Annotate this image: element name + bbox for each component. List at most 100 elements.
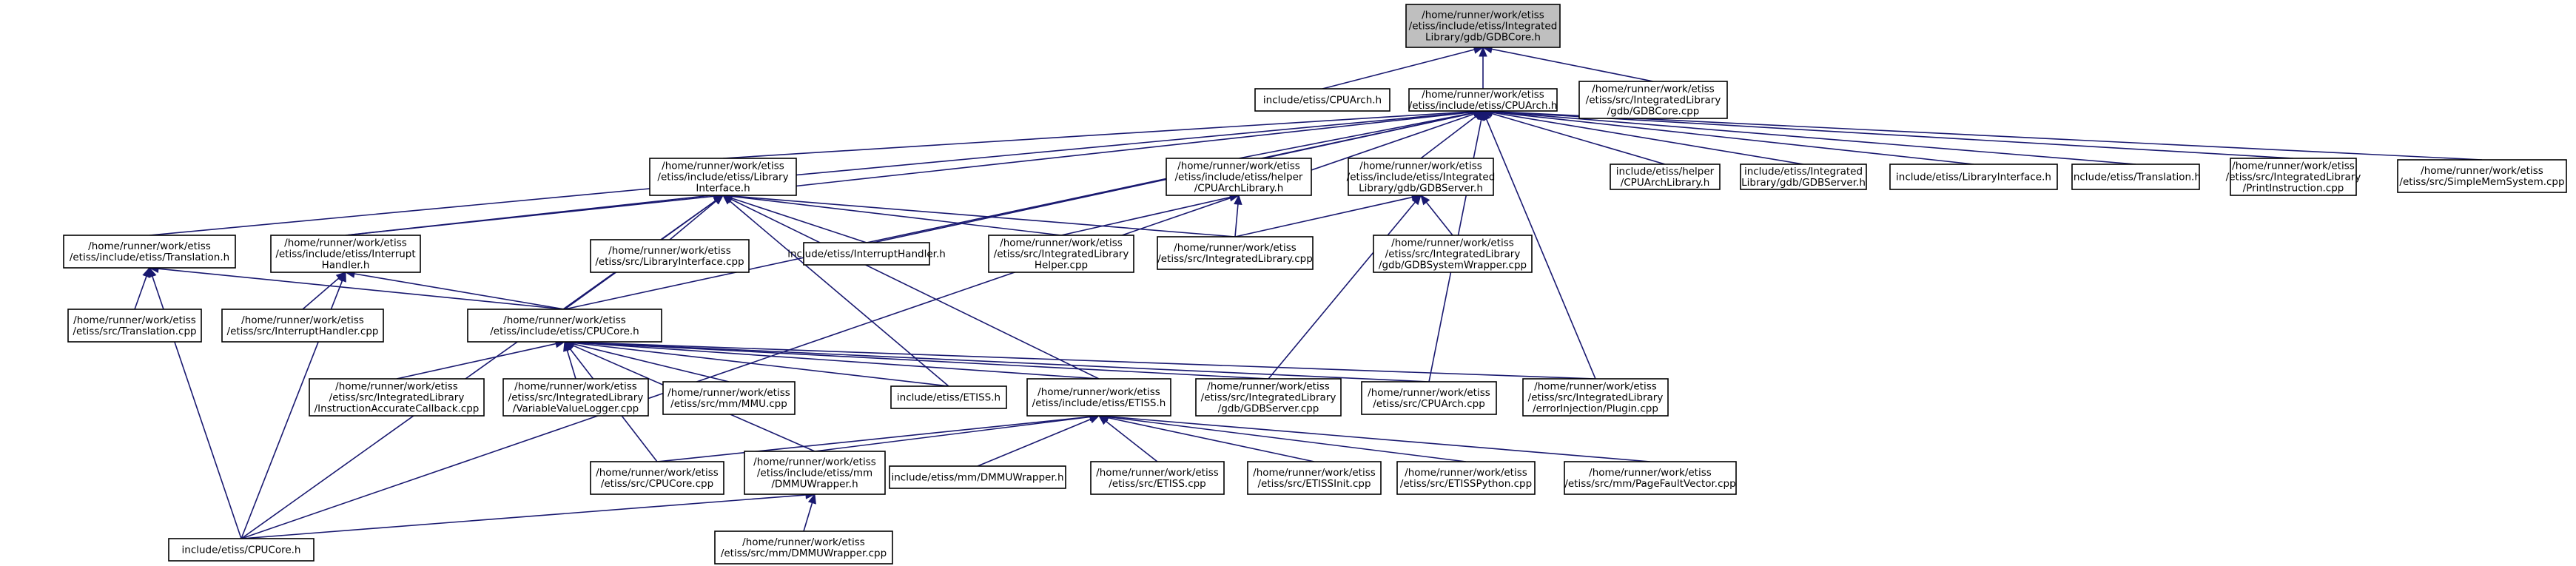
edge-line <box>1425 201 1453 236</box>
file-node[interactable]: /home/runner/work/etiss/etiss/include/et… <box>1408 88 1558 112</box>
file-node[interactable]: include/etiss/InterruptHandler.h <box>787 242 946 266</box>
file-node-label-line: /etiss/src/LibraryInterface.cpp <box>595 256 744 268</box>
file-node-box <box>309 378 485 417</box>
file-node-label-line: /etiss/src/mm/MMU.cpp <box>670 398 787 410</box>
file-node[interactable]: /home/runner/work/etiss/etiss/src/Integr… <box>1373 235 1533 273</box>
file-node-box <box>502 378 649 417</box>
edge-line <box>354 273 565 310</box>
file-node-label-line: Interface.h <box>696 183 750 195</box>
edge-n38-to-n13 <box>148 266 242 539</box>
file-node-label-line: /etiss/src/IntegratedLibrary <box>2226 172 2361 183</box>
edge-n28-to-n6 <box>1268 194 1422 380</box>
file-node-label-line: /etiss/src/Translation.cpp <box>73 326 196 337</box>
file-node-box <box>1166 158 1312 196</box>
edge-line <box>573 341 1596 380</box>
edge-line <box>1234 203 1239 237</box>
file-node[interactable]: /home/runner/work/etiss/etiss/src/Integr… <box>2226 158 2361 196</box>
edge-line <box>729 201 949 387</box>
file-node[interactable]: include/etiss/LibraryInterface.h <box>1889 164 2058 190</box>
file-node[interactable]: /home/runner/work/etiss/etiss/src/Transl… <box>67 309 202 343</box>
file-node-label-line: /etiss/src/mm/PageFaultVector.cpp <box>1564 478 1735 490</box>
edge-line <box>345 195 715 236</box>
file-node[interactable]: /home/runner/work/etiss/etiss/src/Integr… <box>1578 81 1728 119</box>
file-node-box <box>1026 378 1171 417</box>
file-node[interactable]: include/etiss/Translation.h <box>2071 164 2201 190</box>
file-node-label-line: include/etiss/InterruptHandler.h <box>787 249 946 260</box>
file-node-box <box>714 530 893 565</box>
edge-n3-to-n0 <box>1482 44 1654 82</box>
file-node[interactable]: /home/runner/work/etiss/etiss/src/ETISS.… <box>1090 461 1225 495</box>
file-node-label-line: /etiss/include/etiss/Integrated <box>1347 172 1496 183</box>
edge-line <box>814 416 1091 452</box>
edge-line <box>977 418 1092 467</box>
file-node-label-line: /etiss/src/InterruptHandler.cpp <box>227 326 379 337</box>
edge-n17-to-n5 <box>1060 193 1240 236</box>
file-node[interactable]: /home/runner/work/etiss/etiss/src/mm/Pag… <box>1564 461 1737 495</box>
file-node[interactable]: /home/runner/work/etiss/etiss/src/mm/DMM… <box>714 530 893 565</box>
file-node-box <box>662 381 796 415</box>
file-node-label-line: include/etiss/helper <box>1616 166 1715 178</box>
file-node-box <box>988 235 1134 273</box>
file-node[interactable]: include/etiss/CPUCore.h <box>168 538 315 562</box>
file-node-box <box>2230 158 2357 196</box>
file-node[interactable]: include/etiss/helper/CPUArchLibrary.h <box>1610 164 1721 190</box>
edge-line <box>573 341 1269 380</box>
file-node[interactable]: /home/runner/work/etiss/etiss/include/et… <box>63 235 236 269</box>
arrowhead-icon <box>1482 110 1491 121</box>
file-node[interactable]: /home/runner/work/etiss/etiss/src/Integr… <box>502 378 649 417</box>
file-node[interactable]: /home/runner/work/etiss/etiss/src/CPUCor… <box>590 461 724 495</box>
file-node[interactable]: /home/runner/work/etiss/etiss/src/Integr… <box>1522 378 1669 417</box>
root-file-node[interactable]: /home/runner/work/etiss/etiss/include/et… <box>1405 4 1561 48</box>
file-node[interactable]: include/etiss/CPUArch.h <box>1254 88 1390 112</box>
file-node-label-line: include/etiss/CPUCore.h <box>182 545 301 556</box>
file-node-label-line: /home/runner/work/etiss <box>514 381 637 393</box>
file-node[interactable]: /home/runner/work/etiss/etiss/include/et… <box>1166 158 1312 196</box>
file-node[interactable]: /home/runner/work/etiss/etiss/src/ETISSI… <box>1247 461 1382 495</box>
file-node[interactable]: /home/runner/work/etiss/etiss/src/Integr… <box>988 235 1134 273</box>
file-node-label-line: /home/runner/work/etiss <box>335 381 458 393</box>
file-node[interactable]: /home/runner/work/etiss/etiss/include/et… <box>649 158 797 196</box>
file-node[interactable]: /home/runner/work/etiss/etiss/src/Integr… <box>309 378 485 417</box>
file-node[interactable]: /home/runner/work/etiss/etiss/src/Librar… <box>590 239 750 273</box>
file-node-label-line: /errorInjection/Plugin.cpp <box>1533 403 1658 415</box>
edge-line <box>1060 196 1231 236</box>
file-node-box <box>1405 4 1561 48</box>
file-node-label-line: /home/runner/work/etiss <box>2232 161 2355 172</box>
file-node-label-line: /PrintInstruction.cpp <box>2243 183 2344 195</box>
file-node-label-line: include/etiss/ETISS.h <box>897 392 1001 404</box>
file-node[interactable]: /home/runner/work/etiss/etiss/src/ETISSP… <box>1396 461 1536 495</box>
edge-n23-to-n22 <box>396 340 566 380</box>
file-node[interactable]: /home/runner/work/etiss/etiss/src/Integr… <box>1157 236 1314 270</box>
file-node[interactable]: include/etiss/mm/DMMUWrapper.h <box>889 465 1066 489</box>
file-node-label-line: /etiss/src/IntegratedLibrary <box>508 392 644 404</box>
edge-line <box>1268 201 1416 380</box>
file-node-box <box>1522 378 1669 417</box>
file-node[interactable]: /home/runner/work/etiss/etiss/src/mm/MMU… <box>662 381 796 415</box>
file-node-label-line: /home/runner/work/etiss <box>608 245 731 257</box>
file-node-label-line: include/etiss/Integrated <box>1744 166 1863 178</box>
file-node-box <box>1247 461 1382 495</box>
file-node-box <box>744 451 886 495</box>
edge-line <box>731 195 1062 236</box>
file-node-label-line: Helper.cpp <box>1035 260 1088 272</box>
file-node-label-line: /etiss/src/IntegratedLibrary <box>1528 392 1664 404</box>
file-node[interactable]: include/etiss/ETISS.h <box>890 385 1007 409</box>
file-node[interactable]: /home/runner/work/etiss/etiss/src/Simple… <box>2397 159 2567 193</box>
file-node[interactable]: /home/runner/work/etiss/etiss/src/Integr… <box>1195 378 1342 417</box>
file-node-box <box>1889 164 2058 190</box>
file-node-box <box>2071 164 2200 190</box>
file-node[interactable]: /home/runner/work/etiss/etiss/src/CPUArc… <box>1361 381 1497 415</box>
file-node[interactable]: /home/runner/work/etiss/etiss/include/et… <box>744 451 886 495</box>
file-node[interactable]: /home/runner/work/etiss/etiss/include/et… <box>1347 158 1496 196</box>
file-node[interactable]: /home/runner/work/etiss/etiss/include/et… <box>1026 378 1171 417</box>
file-node-label-line: /home/runner/work/etiss <box>88 240 211 252</box>
file-node[interactable]: /home/runner/work/etiss/etiss/include/et… <box>467 309 662 343</box>
file-node[interactable]: /home/runner/work/etiss/etiss/include/et… <box>270 235 421 273</box>
file-node-box <box>1157 236 1314 270</box>
file-node[interactable]: /home/runner/work/etiss/etiss/src/Interr… <box>221 309 384 343</box>
edge-line <box>730 198 1100 380</box>
edge-line <box>345 111 1475 236</box>
file-node-label-line: /home/runner/work/etiss <box>596 467 719 479</box>
edge-n16-to-n4 <box>722 194 867 243</box>
file-node[interactable]: include/etiss/IntegratedLibrary/gdb/GDBS… <box>1740 164 1867 190</box>
